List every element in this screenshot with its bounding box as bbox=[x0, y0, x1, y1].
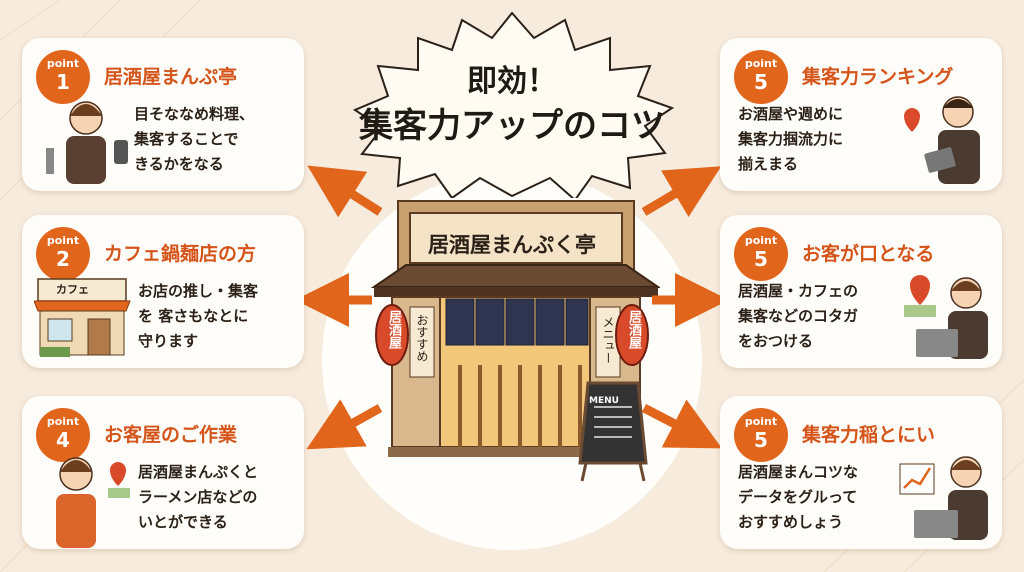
laptop-woman-icon bbox=[904, 275, 988, 359]
chart-laptop-woman-icon bbox=[899, 456, 988, 540]
card-line: 守ります bbox=[138, 332, 199, 350]
burst-shape bbox=[352, 11, 675, 198]
card-line: をおつける bbox=[738, 332, 814, 350]
izakaya-shop-illustration bbox=[370, 200, 660, 482]
card-line: 集客することで bbox=[134, 130, 239, 148]
arrow-top-left bbox=[307, 165, 383, 218]
point-number: 5 bbox=[754, 247, 768, 271]
card-body: 居酒屋・カフェの 集客などのコタガ をおつける bbox=[738, 279, 898, 354]
point-badge: point 5 bbox=[734, 50, 788, 104]
noren-board-text: おすすめ bbox=[415, 314, 429, 362]
tip-card-1: point 1 居酒屋まんぷ亭 目そななめ料理、 集客することで きるかをなる bbox=[22, 38, 304, 191]
card-body: 居酒屋まんぷくと ラーメン店などの いとができる bbox=[138, 460, 298, 535]
headline-line2: 集客力アップのコツ bbox=[359, 106, 665, 146]
card-body: お店の推し・集客 を 客さもなとに 守ります bbox=[138, 279, 298, 354]
card-line: おすすめしょう bbox=[738, 513, 844, 531]
point-label: point bbox=[744, 57, 778, 70]
point-badge: point 1 bbox=[36, 50, 90, 104]
card-line: 集客などのコタガ bbox=[738, 307, 859, 325]
card-title: お客屋のご作業 bbox=[104, 424, 238, 446]
arrow-top-right bbox=[641, 166, 722, 217]
apron-woman-icon bbox=[56, 457, 130, 548]
card-line: 集客力掴流力に bbox=[738, 130, 844, 148]
card-title: お客が口となる bbox=[802, 243, 935, 265]
point-label: point bbox=[46, 415, 80, 428]
card-body: お酒屋や週めに 集客力掴流力に 揃えまる bbox=[738, 102, 898, 177]
cafe-sign-label: カフェ bbox=[56, 283, 89, 296]
tip-card-2: point 2 カフェ鍋麺店の方 カフェ お店の推し・集客 を 客さもなとに 守… bbox=[22, 215, 304, 368]
point-label: point bbox=[744, 415, 778, 428]
lantern-left-text: 居酒屋 bbox=[386, 310, 401, 349]
arrow-bottom-left bbox=[306, 399, 383, 450]
shop-sign: 居酒屋まんぷく亭 bbox=[428, 233, 596, 257]
tip-card-4: point 5 集客力ランキング お酒屋や週めに 集客力掴流力に 揃えまる bbox=[720, 38, 1002, 191]
card-line: いとができる bbox=[138, 513, 228, 531]
card-line: 居酒屋まんぷくと bbox=[138, 463, 259, 481]
point-badge: point 5 bbox=[734, 408, 788, 462]
card-title: カフェ鍋麺店の方 bbox=[104, 243, 257, 265]
headline-line1: 即効！ bbox=[467, 64, 557, 99]
card-line: データをグルって bbox=[738, 488, 858, 506]
point-badge: point 2 bbox=[36, 227, 90, 281]
arrow-bottom-right bbox=[641, 399, 722, 449]
card-title: 居酒屋まんぷ亭 bbox=[104, 66, 238, 88]
cafe-shop-icon bbox=[34, 278, 131, 357]
card-line: きるかをなる bbox=[134, 155, 224, 173]
menu-side-board-text: メニュー bbox=[601, 316, 615, 364]
point-number: 4 bbox=[56, 428, 70, 452]
tip-card-3: point 4 お客屋のご作業 居酒屋まんぷくと ラーメン店などの いとができる bbox=[22, 396, 304, 549]
lantern-right-text: 居酒屋 bbox=[626, 310, 641, 349]
card-line: 揃えまる bbox=[738, 155, 799, 173]
point-number: 2 bbox=[56, 247, 70, 271]
headline-burst: 即効！ 集客力アップのコツ bbox=[320, 8, 704, 198]
card-line: ラーメン店などの bbox=[138, 488, 258, 506]
card-line: を 客さもなとに bbox=[138, 307, 249, 325]
point-label: point bbox=[744, 234, 778, 247]
card-line: お店の推し・集客 bbox=[138, 282, 259, 300]
point-number: 5 bbox=[754, 70, 768, 94]
tablet-man-icon bbox=[904, 96, 980, 184]
card-body: 居酒屋まんコツな データをグルって おすすめしょう bbox=[738, 460, 898, 535]
card-line: 目そななめ料理、 bbox=[134, 105, 255, 123]
card-line: お酒屋や週めに bbox=[738, 105, 844, 123]
card-line: 居酒屋・カフェの bbox=[738, 282, 859, 300]
point-badge: point 4 bbox=[36, 408, 90, 462]
point-label: point bbox=[46, 234, 80, 247]
card-title: 集客力稲とにい bbox=[802, 424, 936, 446]
chef-woman-icon bbox=[46, 101, 128, 184]
card-title: 集客力ランキング bbox=[802, 66, 954, 88]
menu-board-label: MENU bbox=[589, 396, 619, 406]
card-line: 居酒屋まんコツな bbox=[738, 463, 859, 481]
tip-card-5: point 5 お客が口となる 居酒屋・カフェの 集客などのコタガ をおつける bbox=[720, 215, 1002, 368]
tip-card-6: point 5 集客力稲とにい 居酒屋まんコツな データをグルって おすすめしょ… bbox=[720, 396, 1002, 549]
card-body: 目そななめ料理、 集客することで きるかをなる bbox=[134, 102, 294, 177]
point-badge: point 5 bbox=[734, 227, 788, 281]
point-number: 5 bbox=[754, 428, 768, 452]
point-number: 1 bbox=[56, 70, 70, 94]
point-label: point bbox=[46, 57, 80, 70]
